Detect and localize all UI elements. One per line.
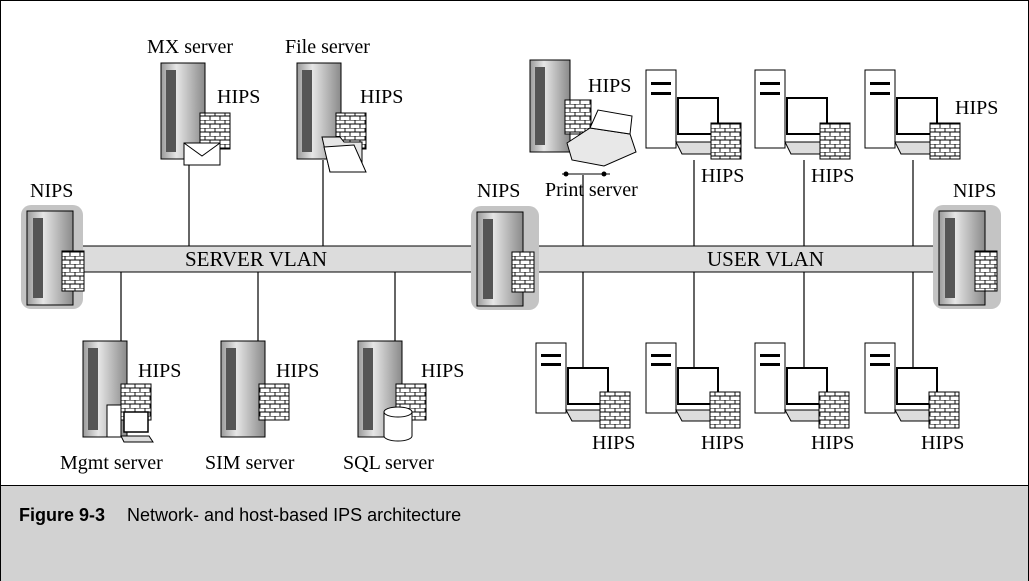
workstation-bottom-2	[645, 342, 741, 429]
folder-icon	[321, 136, 367, 173]
server-vlan-label: SERVER VLAN	[185, 247, 327, 271]
workstation-top-1	[645, 69, 742, 160]
workstation-bottom-3	[754, 342, 850, 429]
sql-server-icon	[357, 340, 427, 442]
network-diagram: SERVER VLAN USER VLAN NIPS NIPS NIPS MX …	[21, 36, 1001, 474]
caption-line: Figure 9-3 Network- and host-based IPS ar…	[19, 505, 461, 526]
workstation-bottom-1	[535, 342, 631, 429]
figure-number: Figure 9-3	[19, 505, 106, 525]
nips-label-center: NIPS	[477, 180, 520, 202]
server-links	[120, 160, 396, 350]
workstation-top-2	[754, 69, 851, 160]
sim-server-label: SIM server	[205, 452, 295, 474]
file-server-icon	[296, 62, 367, 173]
workstation-bottom-4	[864, 342, 960, 429]
nips-label-right: NIPS	[953, 180, 996, 202]
envelope-icon	[183, 142, 221, 166]
workstation-top-1-hips-label: HIPS	[701, 165, 744, 187]
server-vlan-bar	[79, 245, 491, 273]
file-server-hips-label: HIPS	[360, 86, 403, 108]
print-server-icon	[529, 59, 637, 177]
workstation-top-3-hips-label: HIPS	[955, 97, 998, 119]
nips-center	[471, 206, 539, 310]
figure-caption: Figure 9-3 Network- and host-based IPS ar…	[1, 485, 1028, 581]
user-links	[582, 160, 914, 372]
mgmt-server-icon	[82, 340, 154, 443]
printer-icon	[562, 109, 637, 177]
print-server-hips-label: HIPS	[588, 75, 631, 97]
sim-server-hips-label: HIPS	[276, 360, 319, 382]
mgmt-server-hips-label: HIPS	[138, 360, 181, 382]
nips-right	[933, 205, 1001, 309]
mx-server-icon	[160, 62, 231, 166]
workstation-top-3	[864, 69, 961, 160]
database-icon	[383, 406, 413, 442]
mx-server-label: MX server	[147, 36, 233, 58]
workstation-top-2-hips-label: HIPS	[811, 165, 854, 187]
caption-text: Network- and host-based IPS architecture	[127, 505, 462, 525]
user-vlan-label: USER VLAN	[707, 247, 824, 271]
workstation-bottom-3-hips-label: HIPS	[811, 432, 854, 454]
file-server-label: File server	[285, 36, 370, 58]
mx-server-hips-label: HIPS	[217, 86, 260, 108]
nips-left	[21, 205, 85, 309]
print-server-label: Print server	[545, 179, 638, 201]
workstation-bottom-4-hips-label: HIPS	[921, 432, 964, 454]
workstation-bottom-1-hips-label: HIPS	[592, 432, 635, 454]
sql-server-label: SQL server	[343, 452, 434, 474]
mgmt-server-label: Mgmt server	[60, 452, 163, 474]
sim-server-icon	[220, 340, 290, 438]
nips-label-left: NIPS	[30, 180, 73, 202]
workstation-bottom-2-hips-label: HIPS	[701, 432, 744, 454]
sql-server-hips-label: HIPS	[421, 360, 464, 382]
computer-icon	[106, 404, 154, 443]
